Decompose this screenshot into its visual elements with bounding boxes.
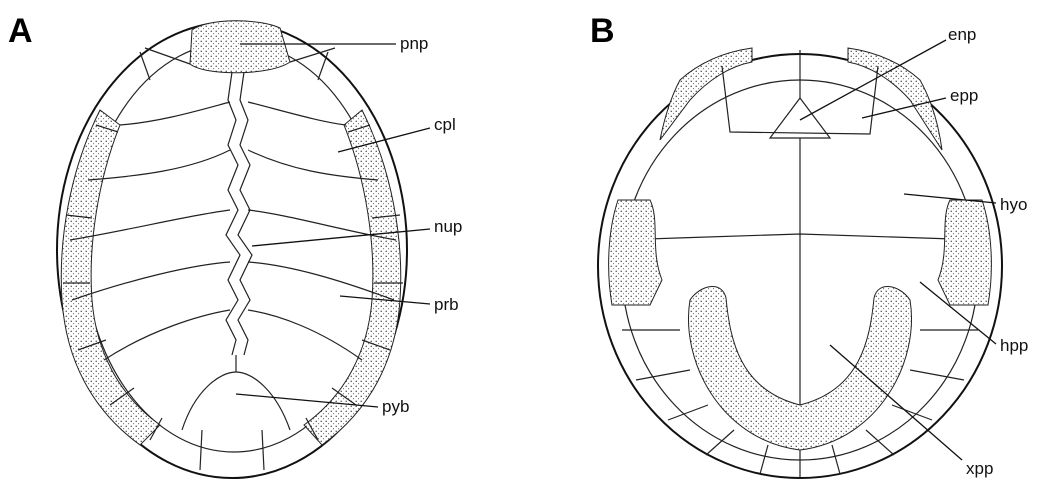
panel-b: B [590,12,1028,478]
leader-nup [252,229,430,246]
label-epp: epp [950,86,978,105]
panel-a: A [8,12,462,478]
peripheral-band-right [304,110,401,445]
label-nup: nup [434,217,462,236]
lateral-bridge-right [938,200,991,305]
label-cpl: cpl [434,115,456,134]
nuchal-plate [190,21,290,73]
label-pyb: pyb [382,397,409,416]
label-pnp: pnp [400,34,428,53]
lateral-bridge-left [609,200,662,305]
label-enp: enp [948,25,976,44]
label-hyo: hyo [1000,195,1027,214]
anterior-bridge-left [660,48,752,140]
label-xpp: xpp [966,459,993,478]
entoplastron [770,98,830,138]
label-prb: prb [434,295,459,314]
panel-b-letter: B [590,12,615,50]
pygal-arc [182,372,290,430]
label-hpp: hpp [1000,336,1028,355]
anterior-bridge-right [848,48,942,150]
neural-column-right [238,72,252,355]
nuchal-suture-left [145,48,190,64]
neural-column [226,72,240,355]
panel-a-letter: A [8,12,33,50]
costal-sutures [70,102,396,360]
